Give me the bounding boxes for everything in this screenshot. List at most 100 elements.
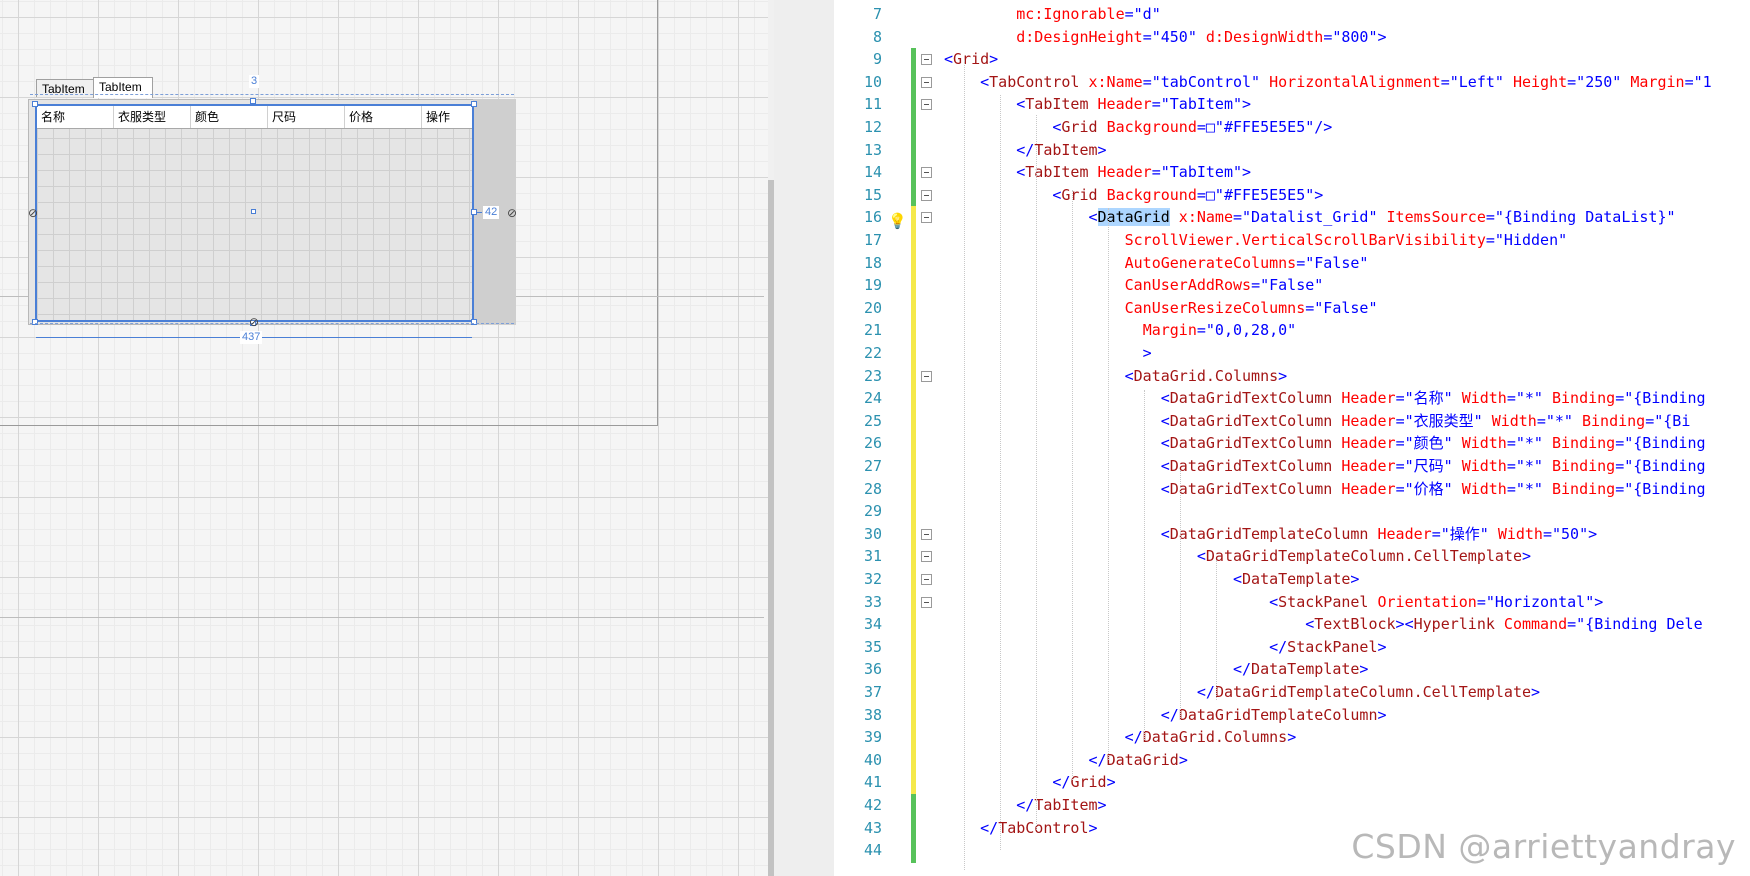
line-number: 17 <box>863 231 882 249</box>
code-line[interactable]: Margin="0,0,28,0" <box>944 319 1297 342</box>
code-line[interactable]: ScrollViewer.VerticalScrollBarVisibility… <box>944 229 1568 252</box>
code-line[interactable]: </DataGridTemplateColumn> <box>944 704 1387 727</box>
indent-guide <box>1216 560 1217 700</box>
code-line[interactable]: <DataGridTemplateColumn.CellTemplate> <box>944 545 1531 568</box>
resize-handle[interactable] <box>250 98 256 104</box>
column-header[interactable]: 价格 <box>345 106 422 128</box>
collapse-toggle-icon[interactable] <box>921 551 932 563</box>
resize-handle[interactable] <box>32 101 38 107</box>
code-token: Header <box>1377 524 1432 543</box>
code-line[interactable]: </Grid> <box>944 771 1115 794</box>
collapse-toggle-icon[interactable] <box>921 596 932 608</box>
line-number: 29 <box>863 502 882 521</box>
center-handle[interactable] <box>251 209 256 214</box>
lightbulb-icon[interactable]: 💡 <box>888 213 907 230</box>
code-line[interactable]: <TabControl x:Name="tabControl" Horizont… <box>944 71 1712 94</box>
code-token: </ <box>944 683 1215 701</box>
code-line[interactable]: </DataTemplate> <box>944 658 1368 681</box>
resize-handle[interactable] <box>471 319 477 325</box>
code-line[interactable]: </TabItem> <box>944 139 1106 162</box>
code-line[interactable]: </TabItem> <box>944 794 1106 817</box>
column-header[interactable]: 操作 <box>426 110 451 124</box>
link-icon[interactable]: ⊘ <box>28 206 39 220</box>
code-line[interactable]: > <box>944 342 1152 365</box>
datagrid-column-header: 名称 衣服类型 颜色 尺码 价格 操作 <box>37 106 472 129</box>
code-line[interactable]: <DataGrid x:Name="Datalist_Grid" ItemsSo… <box>944 206 1676 229</box>
code-token: DataGridTemplateColumn.CellTemplate <box>1214 683 1532 701</box>
code-line[interactable]: </DataGrid> <box>944 749 1187 772</box>
indent-guide <box>1144 390 1145 740</box>
code-line[interactable]: CanUserAddRows="False" <box>944 274 1324 297</box>
code-line[interactable]: <DataGridTextColumn Header="颜色" Width="*… <box>944 432 1706 455</box>
column-header[interactable]: 颜色 <box>191 106 268 128</box>
code-token: ="Left" <box>1440 72 1513 91</box>
tab-item-1[interactable]: TabItem <box>36 79 94 97</box>
code-line[interactable]: <DataGridTextColumn Header="尺码" Width="*… <box>944 455 1706 478</box>
code-token: DataGridTextColumn <box>1169 457 1342 475</box>
column-header[interactable]: 衣服类型 <box>114 106 191 128</box>
collapse-toggle-icon[interactable] <box>921 99 932 111</box>
code-line[interactable]: <DataGrid.Columns> <box>944 365 1288 388</box>
code-line[interactable]: <Grid Background=□"#FFE5E5E5"/> <box>944 116 1332 139</box>
code-token: Header <box>1341 457 1396 475</box>
code-token: < <box>944 411 1170 430</box>
xaml-designer-canvas[interactable]: TabItem TabItem 名称 衣服类型 颜色 尺码 价格 操作 3 42… <box>0 0 768 876</box>
collapse-toggle-icon[interactable] <box>921 189 932 201</box>
change-indicator <box>911 522 916 547</box>
dimension-right: 42 <box>483 206 500 219</box>
tab-item-label: TabItem <box>42 82 85 96</box>
code-line[interactable]: <DataGridTextColumn Header="价格" Width="*… <box>944 478 1706 501</box>
code-token: Binding <box>1552 479 1616 498</box>
line-number: 41 <box>863 773 882 792</box>
collapse-toggle-icon[interactable] <box>921 76 932 88</box>
code-token: StackPanel <box>1278 592 1378 611</box>
code-token: </ <box>944 818 999 837</box>
collapse-toggle-icon[interactable] <box>921 212 932 224</box>
code-line[interactable]: mc:Ignorable="d" <box>944 3 1161 26</box>
resize-handle[interactable] <box>471 101 477 107</box>
code-line[interactable]: </DataGridTemplateColumn.CellTemplate> <box>944 681 1540 704</box>
change-indicator <box>911 26 916 50</box>
line-number: 22 <box>863 344 882 362</box>
column-header[interactable]: 名称 <box>37 106 114 128</box>
collapse-toggle-icon[interactable] <box>921 167 932 179</box>
code-token: =□"#FFE5E5E5"> <box>1196 185 1324 204</box>
code-token: ="Horizontal"> <box>1476 592 1604 611</box>
code-line[interactable]: <Grid Background=□"#FFE5E5E5"> <box>944 184 1323 207</box>
resize-handle[interactable] <box>32 319 38 325</box>
code-line[interactable]: </DataGrid.Columns> <box>944 726 1297 749</box>
link-icon[interactable]: ⊘ <box>507 206 518 220</box>
xaml-code-editor[interactable]: 💡 CSDN @arriettyandray 7 mc:Ignorable="d… <box>834 0 1750 876</box>
code-line[interactable]: CanUserResizeColumns="False" <box>944 297 1378 320</box>
tab-item-2[interactable]: TabItem <box>93 77 153 98</box>
code-line[interactable]: <DataGridTemplateColumn Header="操作" Widt… <box>944 523 1597 546</box>
collapse-toggle-icon[interactable] <box>921 574 932 585</box>
code-line[interactable]: </StackPanel> <box>944 636 1386 659</box>
code-token: DataGridTextColumn <box>1169 434 1342 453</box>
change-indicator <box>911 500 916 524</box>
change-indicator <box>911 432 916 456</box>
code-line[interactable]: <TabItem Header="TabItem"> <box>944 93 1251 116</box>
code-line[interactable]: <DataGridTextColumn Header="名称" Width="*… <box>944 387 1706 410</box>
code-line[interactable]: <DataGridTextColumn Header="衣服类型" Width=… <box>944 410 1691 433</box>
code-line[interactable]: <StackPanel Orientation="Horizontal"> <box>944 591 1603 614</box>
code-line[interactable]: AutoGenerateColumns="False" <box>944 252 1369 275</box>
code-token: ="{Bi <box>1645 411 1691 430</box>
link-icon[interactable]: ⊘ <box>249 315 260 329</box>
code-line[interactable]: d:DesignHeight="450" d:DesignWidth="800"… <box>944 26 1386 49</box>
code-line[interactable]: <TabItem Header="TabItem"> <box>944 161 1251 184</box>
column-header[interactable]: 尺码 <box>268 106 345 128</box>
code-line[interactable]: <Grid> <box>944 48 998 71</box>
collapse-toggle-icon[interactable] <box>921 528 932 540</box>
code-line[interactable]: </TabControl> <box>944 817 1097 840</box>
change-indicator <box>911 477 916 502</box>
code-line[interactable]: <DataTemplate> <box>944 568 1359 591</box>
collapse-toggle-icon[interactable] <box>921 54 932 66</box>
change-indicator <box>911 48 916 72</box>
line-number: 12 <box>863 118 882 136</box>
code-line[interactable]: <TextBlock><Hyperlink Command="{Binding … <box>944 613 1702 636</box>
designer-scrollbar[interactable] <box>768 180 774 876</box>
code-token: CanUserAddRows <box>1124 276 1252 295</box>
code-token: < <box>944 389 1170 408</box>
collapse-toggle-icon[interactable] <box>921 370 932 382</box>
